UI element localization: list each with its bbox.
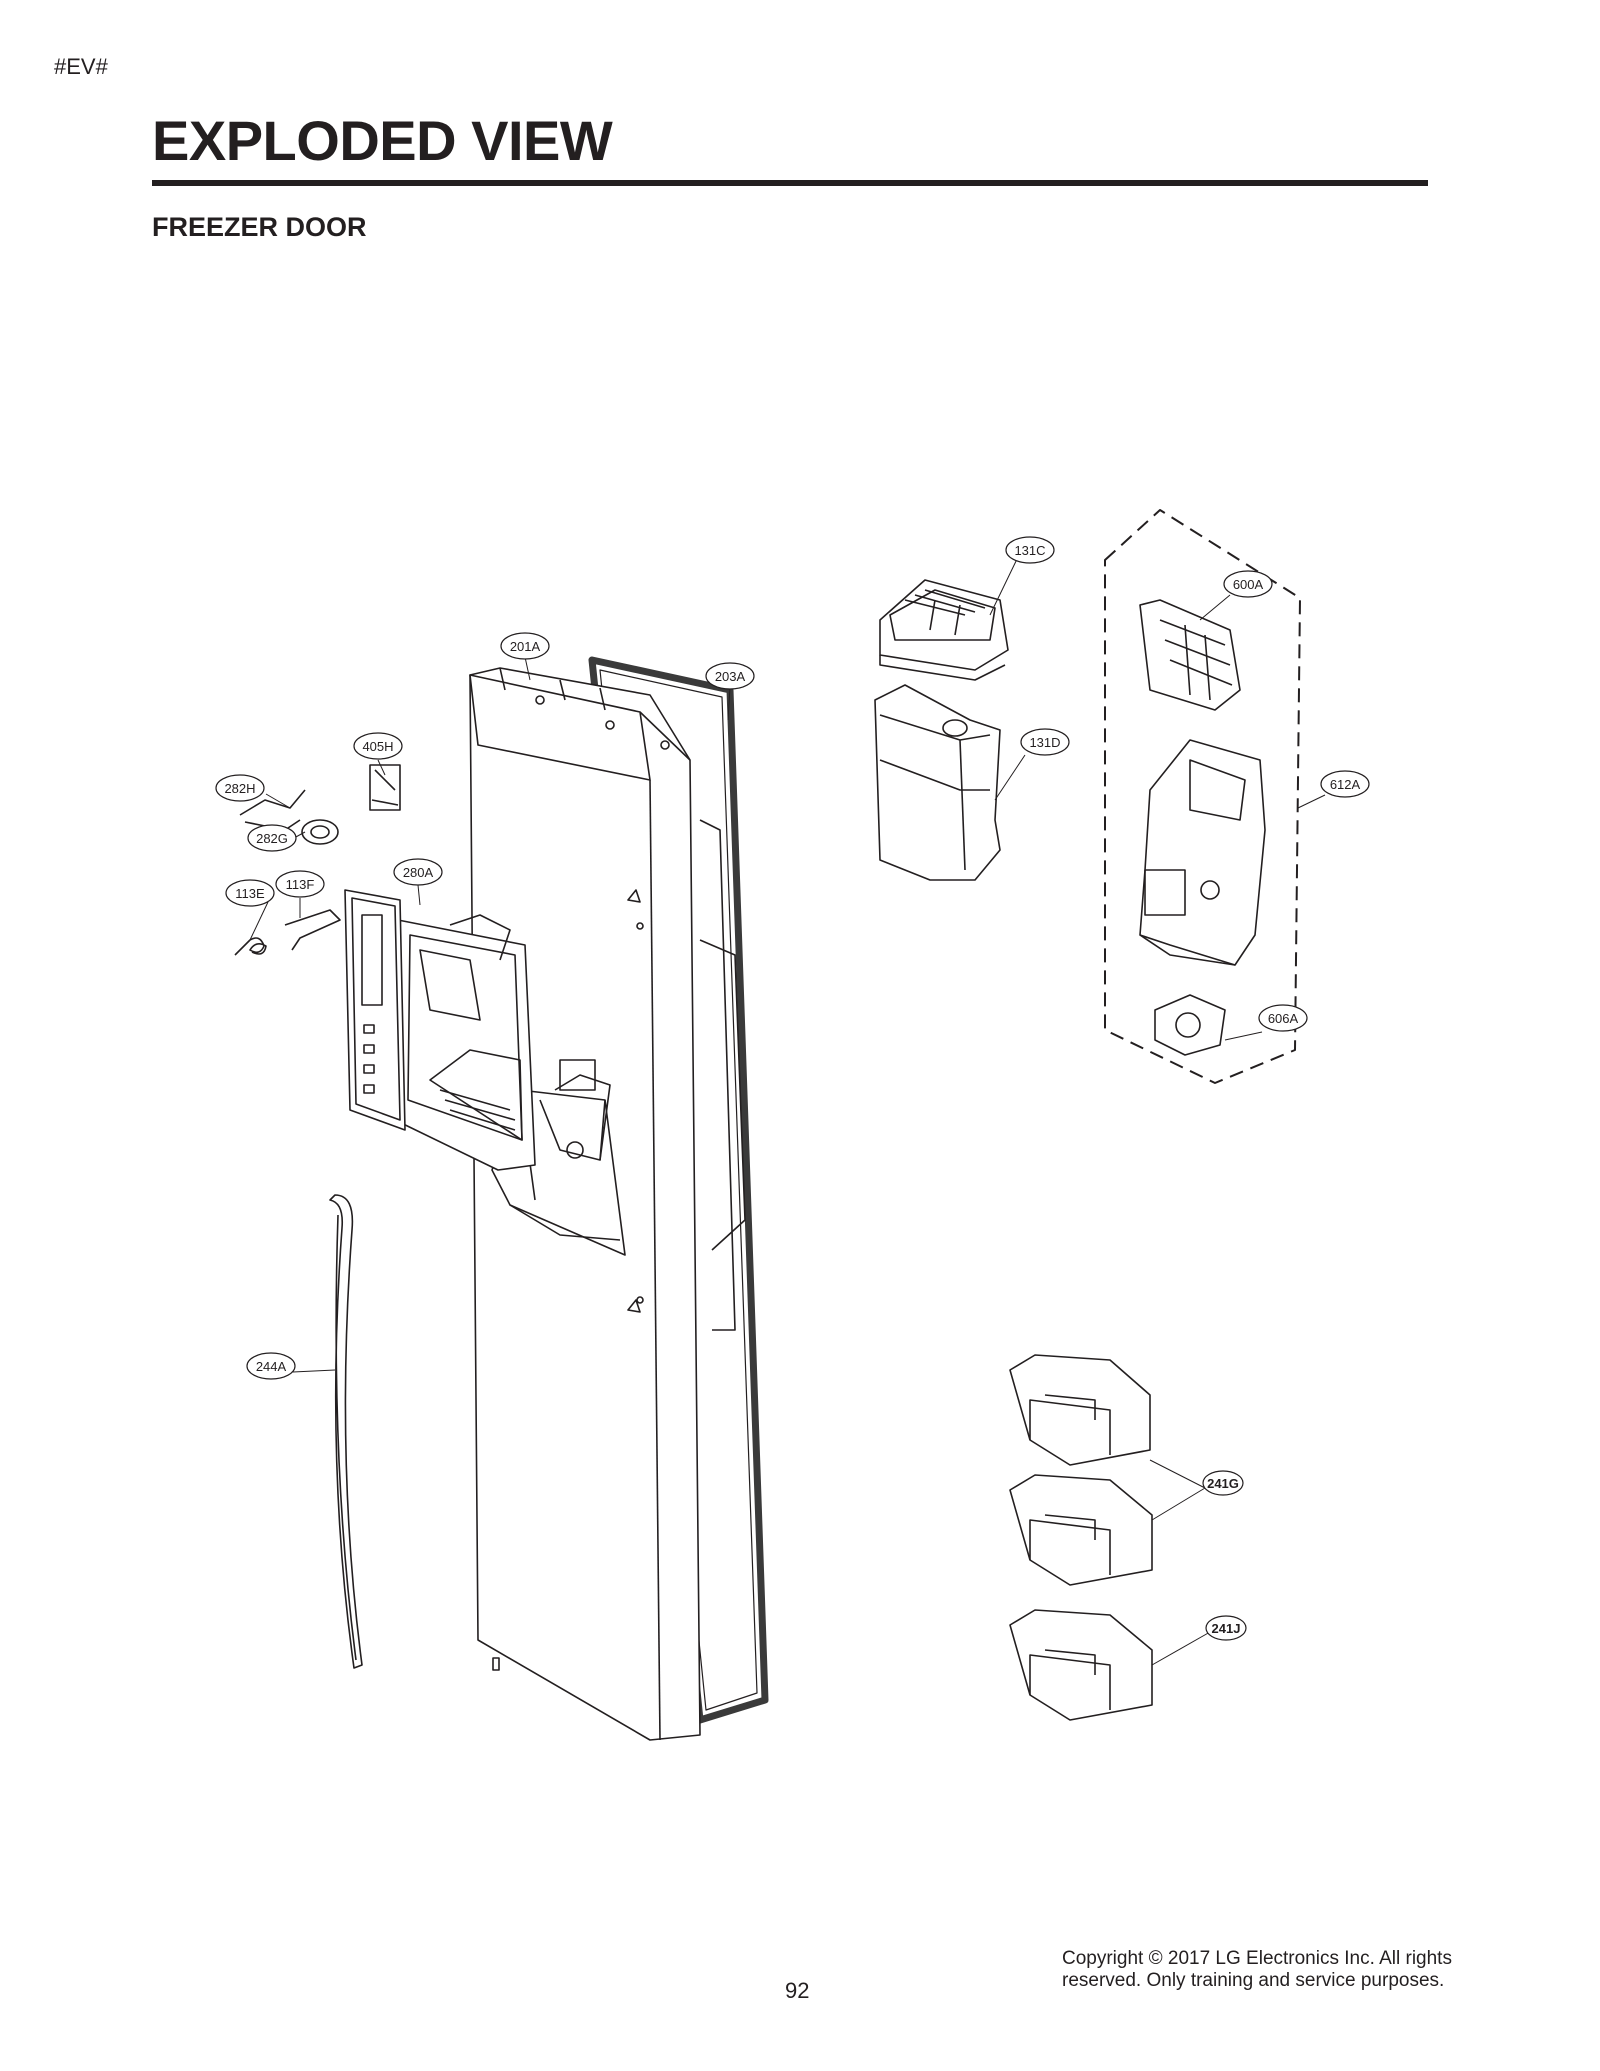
callout-405h: 405H bbox=[353, 732, 403, 760]
callout-282h: 282H bbox=[215, 774, 265, 802]
ice-bucket-cover bbox=[879, 579, 1009, 681]
callout-113f: 113F bbox=[275, 870, 325, 898]
leader-lines bbox=[249, 556, 1326, 1666]
callout-600a: 600A bbox=[1223, 570, 1273, 598]
icemaker-assembly-outline bbox=[1104, 509, 1301, 1084]
callout-280a: 280A bbox=[393, 858, 443, 886]
svg-text:241G: 241G bbox=[1207, 1476, 1239, 1491]
svg-text:600A: 600A bbox=[1233, 577, 1264, 592]
callout-131c: 131C bbox=[1005, 536, 1055, 564]
door-bin-upper bbox=[1009, 1354, 1151, 1466]
display-panel bbox=[344, 889, 406, 1131]
icemaker-housing bbox=[1139, 739, 1266, 966]
callout-282g: 282G bbox=[247, 824, 297, 852]
callout-241j: 241J bbox=[1205, 1615, 1247, 1641]
svg-text:131D: 131D bbox=[1029, 735, 1060, 750]
callout-layer: 131C 600A 201A 203A 131D 612A 405H 282H bbox=[215, 536, 1370, 1641]
callout-203a: 203A bbox=[705, 662, 755, 690]
callout-244a: 244A bbox=[246, 1352, 296, 1380]
callout-612a: 612A bbox=[1320, 770, 1370, 798]
svg-text:606A: 606A bbox=[1268, 1011, 1299, 1026]
small-parts bbox=[234, 764, 401, 956]
svg-text:612A: 612A bbox=[1330, 777, 1361, 792]
dispenser-cover bbox=[394, 914, 536, 1171]
svg-text:113E: 113E bbox=[235, 886, 265, 901]
svg-text:241J: 241J bbox=[1212, 1621, 1241, 1636]
ice-bucket bbox=[874, 684, 1001, 881]
callout-241g: 241G bbox=[1202, 1470, 1244, 1496]
svg-text:201A: 201A bbox=[510, 639, 541, 654]
svg-text:405H: 405H bbox=[362, 739, 393, 754]
door-bin-lower bbox=[1009, 1609, 1153, 1721]
copyright-notice: Copyright © 2017 LG Electronics Inc. All… bbox=[1062, 1948, 1482, 1992]
page-title: EXPLODED VIEW bbox=[152, 109, 613, 172]
svg-text:131C: 131C bbox=[1014, 543, 1045, 558]
section-subtitle: FREEZER DOOR bbox=[152, 212, 367, 242]
callout-606a: 606A bbox=[1258, 1004, 1308, 1032]
door-handle bbox=[329, 1194, 363, 1669]
svg-text:244A: 244A bbox=[256, 1359, 287, 1374]
svg-text:282H: 282H bbox=[224, 781, 255, 796]
svg-text:280A: 280A bbox=[403, 865, 434, 880]
svg-text:282G: 282G bbox=[256, 831, 288, 846]
svg-text:203A: 203A bbox=[715, 669, 746, 684]
copyright-line-1: Copyright © 2017 LG Electronics Inc. All… bbox=[1062, 1948, 1452, 1969]
ice-maker bbox=[1139, 599, 1241, 711]
page-number: 92 bbox=[785, 1978, 810, 2003]
callout-113e: 113E bbox=[225, 879, 275, 907]
document-tag: #EV# bbox=[54, 54, 108, 79]
auger-motor bbox=[1154, 994, 1226, 1056]
svg-text:113F: 113F bbox=[286, 877, 315, 892]
title-rule bbox=[152, 180, 1428, 186]
callout-201a: 201A bbox=[500, 632, 550, 660]
copyright-line-2: reserved. Only training and service purp… bbox=[1062, 1970, 1445, 1991]
door-bin-middle bbox=[1009, 1474, 1153, 1586]
callout-131d: 131D bbox=[1020, 728, 1070, 756]
